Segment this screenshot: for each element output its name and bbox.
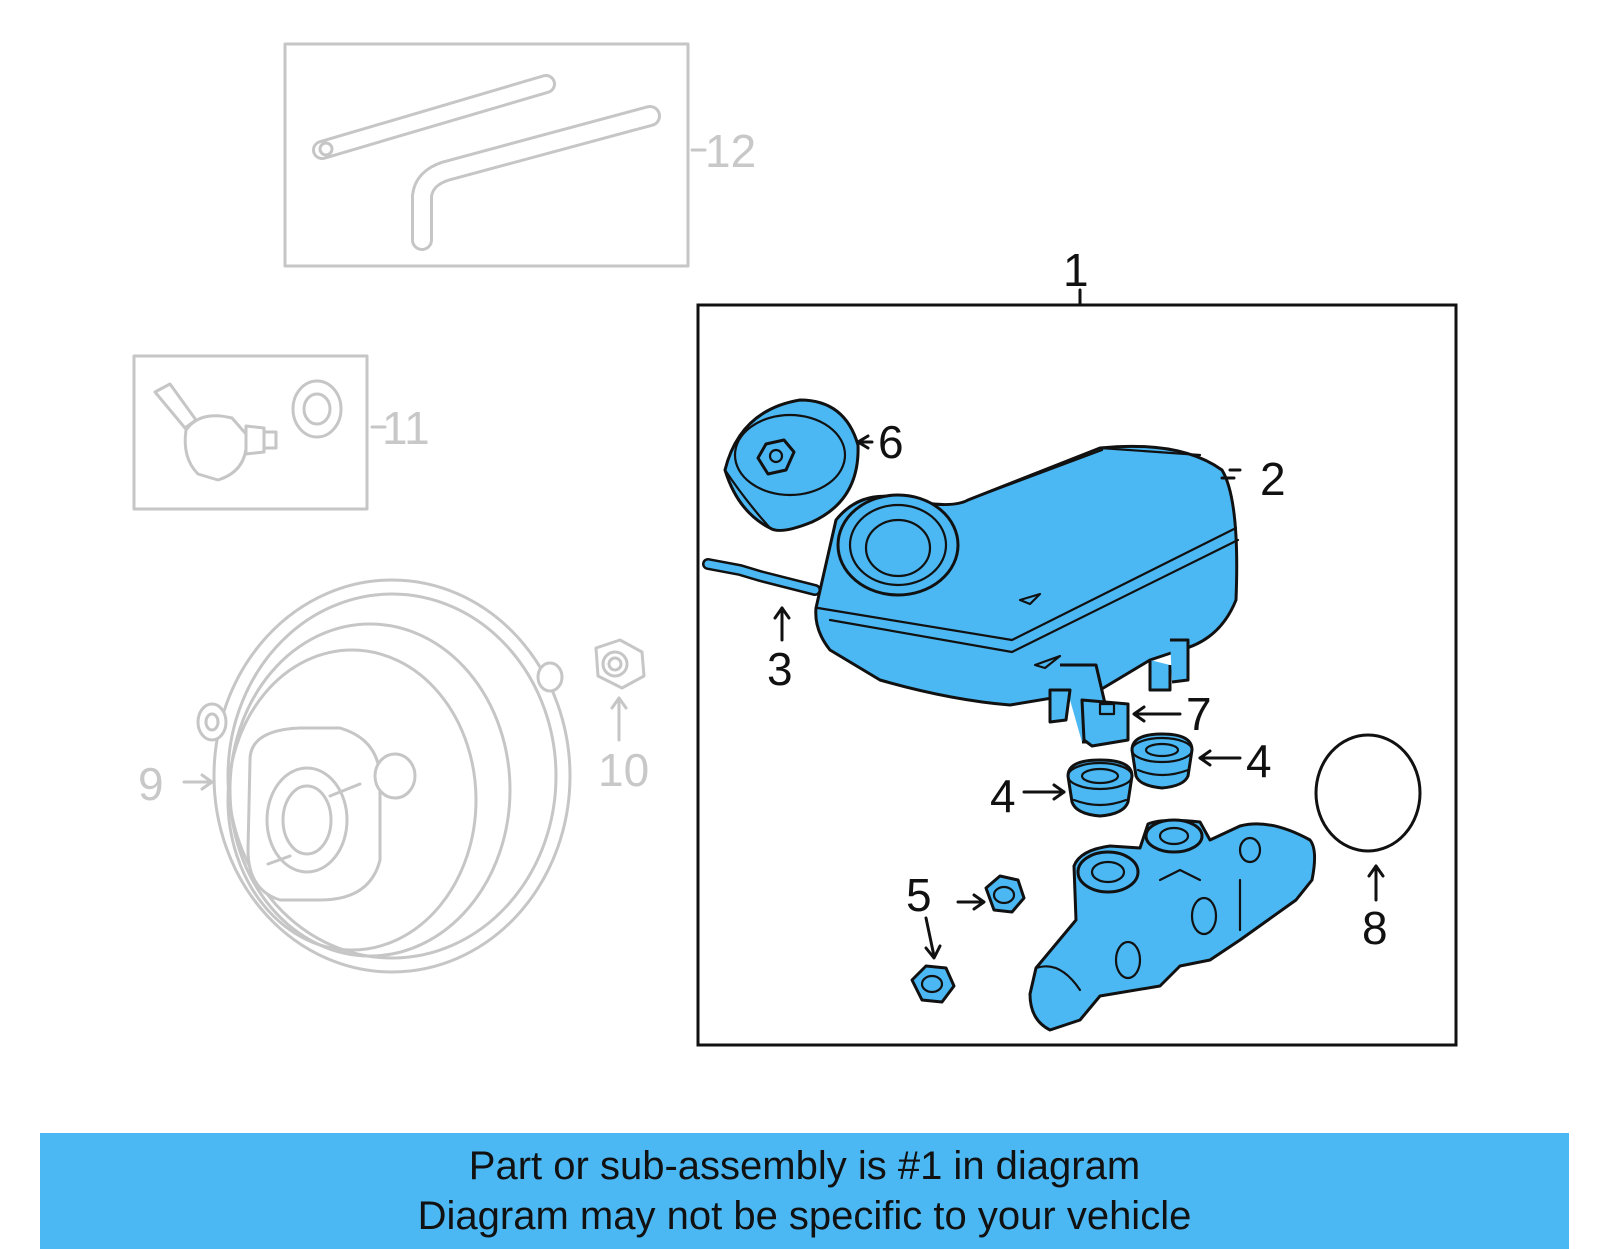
- level-sensor-part-3: [702, 558, 821, 642]
- callout-5: 5: [906, 869, 932, 921]
- nut-part-5: [910, 874, 1026, 1004]
- callout-6: 6: [878, 416, 904, 468]
- callout-1: 1: [1063, 244, 1089, 296]
- callout-3: 3: [767, 643, 793, 695]
- callout-labels: 1 2 3 4 4 5 6 7 8 9 10 11 12: [138, 125, 1388, 954]
- callout-2: 2: [1260, 453, 1286, 505]
- callout-9: 9: [138, 758, 164, 810]
- callout-11: 11: [382, 402, 430, 454]
- connector-part-7: [1080, 698, 1182, 748]
- banner-line-1: Part or sub-assembly is #1 in diagram: [468, 1144, 1141, 1188]
- banner-line-2: Diagram may not be specific to your vehi…: [417, 1194, 1192, 1238]
- callout-4b: 4: [1246, 735, 1272, 787]
- callout-4a: 4: [990, 770, 1016, 822]
- seal-ring-part-8: [1314, 733, 1422, 902]
- callout-10: 10: [598, 744, 649, 796]
- master-cylinder-body: [1028, 818, 1317, 1032]
- fitting-part-11: [132, 354, 387, 511]
- callout-12: 12: [705, 125, 756, 177]
- brake-booster-part-9: [182, 578, 572, 974]
- fluid-reservoir-part-2: [814, 444, 1242, 744]
- callout-7: 7: [1186, 688, 1212, 740]
- assembly-box-part-1: [696, 288, 1458, 1047]
- callout-8: 8: [1362, 902, 1388, 954]
- info-banner: Part or sub-assembly is #1 in diagram Di…: [40, 1133, 1569, 1249]
- grommet-part-4b: [1130, 732, 1242, 790]
- nut-part-10: [594, 638, 646, 742]
- hose-set-part-12: [283, 42, 707, 268]
- reservoir-cap-part-6: [723, 398, 874, 532]
- grommet-part-4a: [1022, 758, 1134, 818]
